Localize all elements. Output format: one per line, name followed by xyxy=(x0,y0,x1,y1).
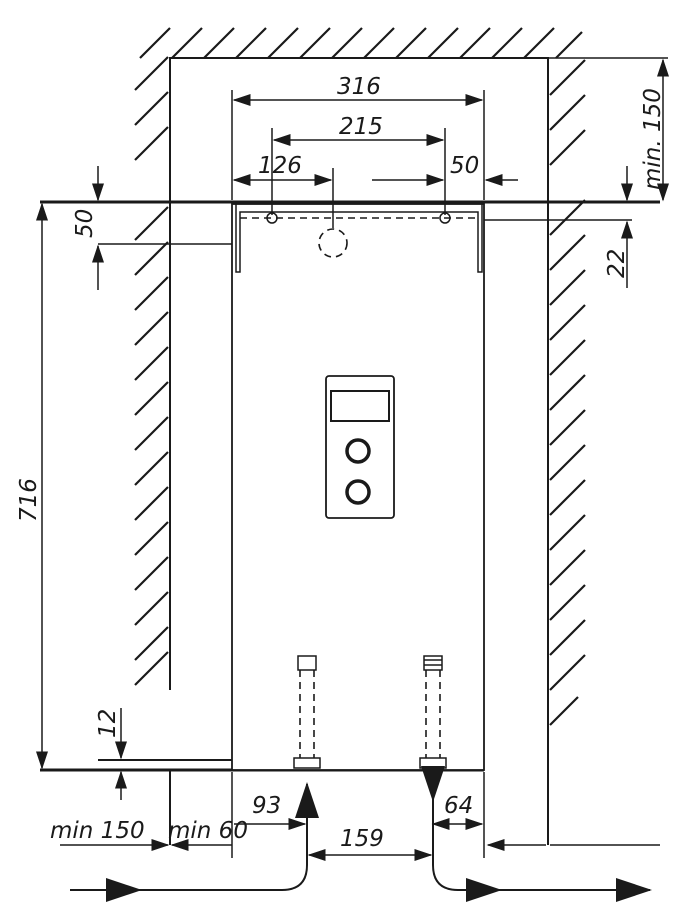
wall-hatch-right xyxy=(549,59,586,726)
label-93: 93 xyxy=(252,793,281,819)
label-64: 64 xyxy=(444,793,473,819)
label-159: 159 xyxy=(340,826,384,852)
outflow-arrow-icon xyxy=(432,772,650,891)
dim-316 xyxy=(231,90,485,200)
dim-126 xyxy=(232,168,334,228)
label-126: 126 xyxy=(258,153,302,179)
label-22: 22 xyxy=(604,249,630,278)
wall-hatch-left xyxy=(134,56,169,686)
label-50-left: 50 xyxy=(72,209,98,238)
water-flow-arrows xyxy=(70,766,652,902)
label-716: 716 xyxy=(16,478,42,522)
label-316: 316 xyxy=(337,74,381,100)
label-min150-bottom: min 150 xyxy=(50,818,145,844)
label-12: 12 xyxy=(95,709,121,738)
label-215: 215 xyxy=(339,114,383,140)
inflow-arrow-icon xyxy=(70,782,319,891)
wall-hatch-top xyxy=(139,27,583,59)
label-min150-right: min. 150 xyxy=(640,88,666,190)
label-50-top: 50 xyxy=(450,153,479,179)
control-knob-top-icon xyxy=(345,438,371,464)
display-screen xyxy=(330,390,390,422)
water-heater-unit xyxy=(231,203,485,771)
niche-outline xyxy=(169,57,549,845)
dim-215 xyxy=(271,128,446,215)
dim-min150-right xyxy=(548,57,669,202)
label-min60: min 60 xyxy=(168,818,248,844)
control-knob-bottom-icon xyxy=(345,479,371,505)
cable-entry-icon xyxy=(318,228,348,258)
dim-bottom-extensions xyxy=(231,772,485,858)
wall-niche xyxy=(134,27,586,845)
cold-water-inlet-pipe xyxy=(293,655,321,769)
mounting-bracket xyxy=(235,204,483,273)
